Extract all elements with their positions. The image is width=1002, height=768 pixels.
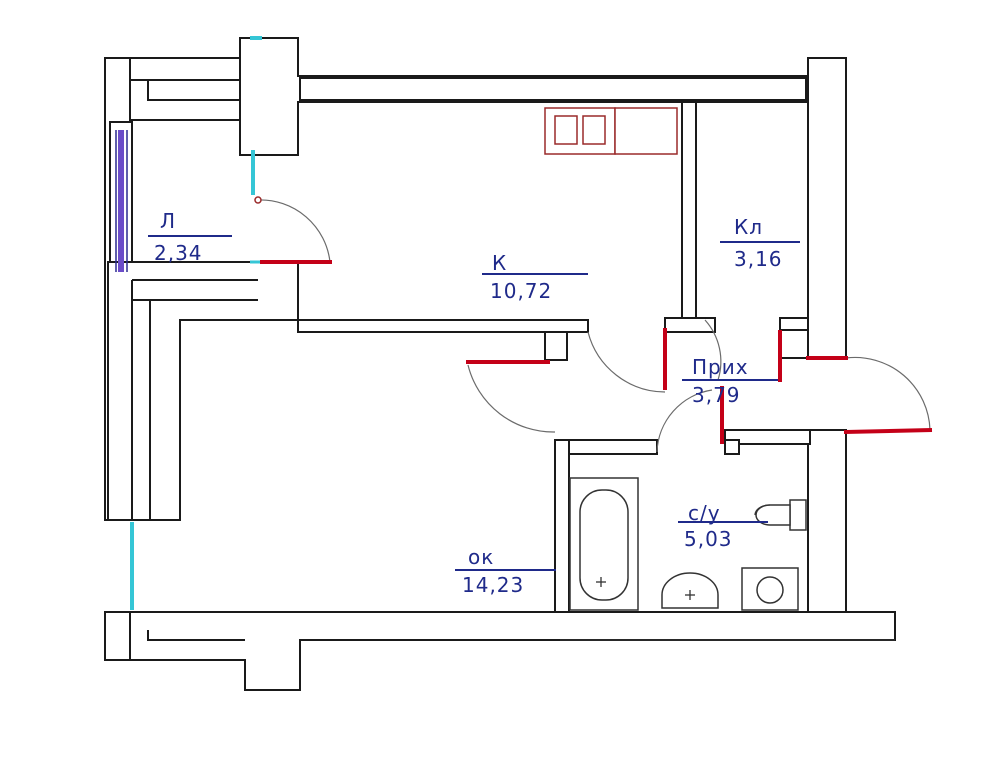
windows <box>115 36 262 610</box>
interior-walls <box>297 101 811 613</box>
room-area-hall: 3,79 <box>692 383 741 407</box>
room-area-kitchen: 10,72 <box>490 279 552 303</box>
room-area-pantry: 3,16 <box>734 247 783 271</box>
washbasin <box>661 572 719 609</box>
room-name-pantry: Кл <box>734 215 763 239</box>
room-label-pantry: Кл 3,16 <box>720 215 800 271</box>
doors <box>254 196 933 453</box>
room-label-loggia: Л 2,34 <box>148 209 232 265</box>
kitchen-sink <box>544 107 678 155</box>
toilet <box>754 499 807 531</box>
room-label-hall: Прих 3,79 <box>682 355 778 407</box>
fixtures <box>544 107 807 611</box>
room-name-loggia: Л <box>160 209 176 233</box>
entrance-door <box>843 427 933 435</box>
room-name-kitchen: К <box>492 251 507 275</box>
bathtub <box>569 477 639 611</box>
room-area-living: 14,23 <box>462 573 524 597</box>
room-area-bath: 5,03 <box>684 527 733 551</box>
room-label-living: ок 14,23 <box>455 545 556 597</box>
washing-machine <box>741 567 799 611</box>
room-label-kitchen: К 10,72 <box>482 251 588 303</box>
room-label-bath: с/у 5,03 <box>678 501 768 551</box>
room-name-hall: Прих <box>692 355 749 379</box>
room-name-living: ок <box>468 545 494 569</box>
exterior-walls <box>104 37 896 691</box>
room-area-loggia: 2,34 <box>154 241 203 265</box>
